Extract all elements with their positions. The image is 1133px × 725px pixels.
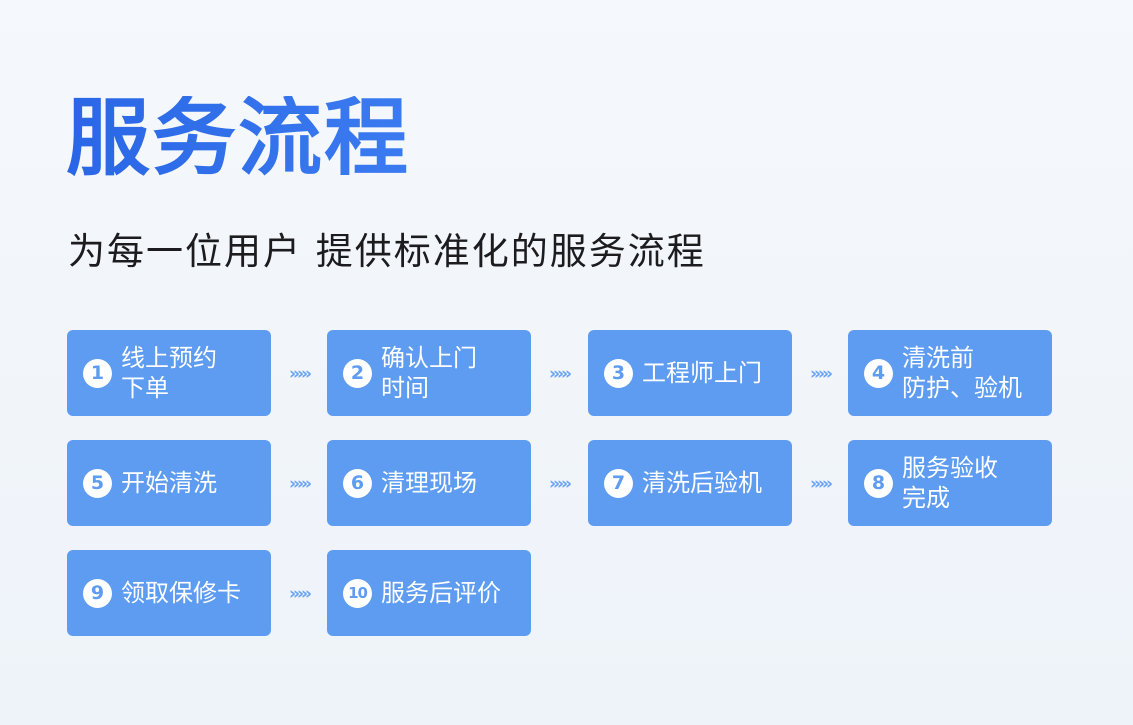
step-label: 服务后评价 [381,579,501,607]
step-4: 4 清洗前 防护、验机 [848,330,1052,416]
step-label: 清洗前 防护、验机 [902,344,1022,402]
step-label: 领取保修卡 [121,579,241,607]
page-subtitle: 为每一位用户 提供标准化的服务流程 [68,230,706,273]
step-number-badge: 7 [604,468,633,498]
step-1: 1 线上预约 下单 [67,330,271,416]
step-9: 9 领取保修卡 [67,550,271,636]
arrow-right-icon: ››››› [288,474,312,494]
step-number-badge: 4 [864,358,893,388]
arrow-right-icon: ››››› [548,364,572,384]
arrow-right-icon: ››››› [809,364,833,384]
step-label: 工程师上门 [642,359,762,387]
step-label: 服务验收 完成 [902,454,998,512]
step-label: 清理现场 [381,469,477,497]
step-number-badge: 2 [343,358,372,388]
step-5: 5 开始清洗 [67,440,271,526]
step-number-badge: 1 [83,358,112,388]
step-label: 清洗后验机 [642,469,762,497]
step-label: 线上预约 下单 [121,344,217,402]
step-number-badge: 10 [343,578,372,608]
arrow-right-icon: ››››› [809,474,833,494]
arrow-right-icon: ››››› [288,364,312,384]
step-2: 2 确认上门 时间 [327,330,531,416]
step-label: 确认上门 时间 [381,344,477,402]
step-8: 8 服务验收 完成 [848,440,1052,526]
arrow-right-icon: ››››› [288,584,312,604]
step-6: 6 清理现场 [327,440,531,526]
step-number-badge: 8 [864,468,893,498]
arrow-right-icon: ››››› [548,474,572,494]
step-10: 10 服务后评价 [327,550,531,636]
step-number-badge: 3 [604,358,633,388]
step-number-badge: 9 [83,578,112,608]
step-label: 开始清洗 [121,469,217,497]
step-7: 7 清洗后验机 [588,440,792,526]
page-title: 服务流程 [66,89,411,187]
step-3: 3 工程师上门 [588,330,792,416]
step-number-badge: 5 [83,468,112,498]
step-number-badge: 6 [343,468,372,498]
